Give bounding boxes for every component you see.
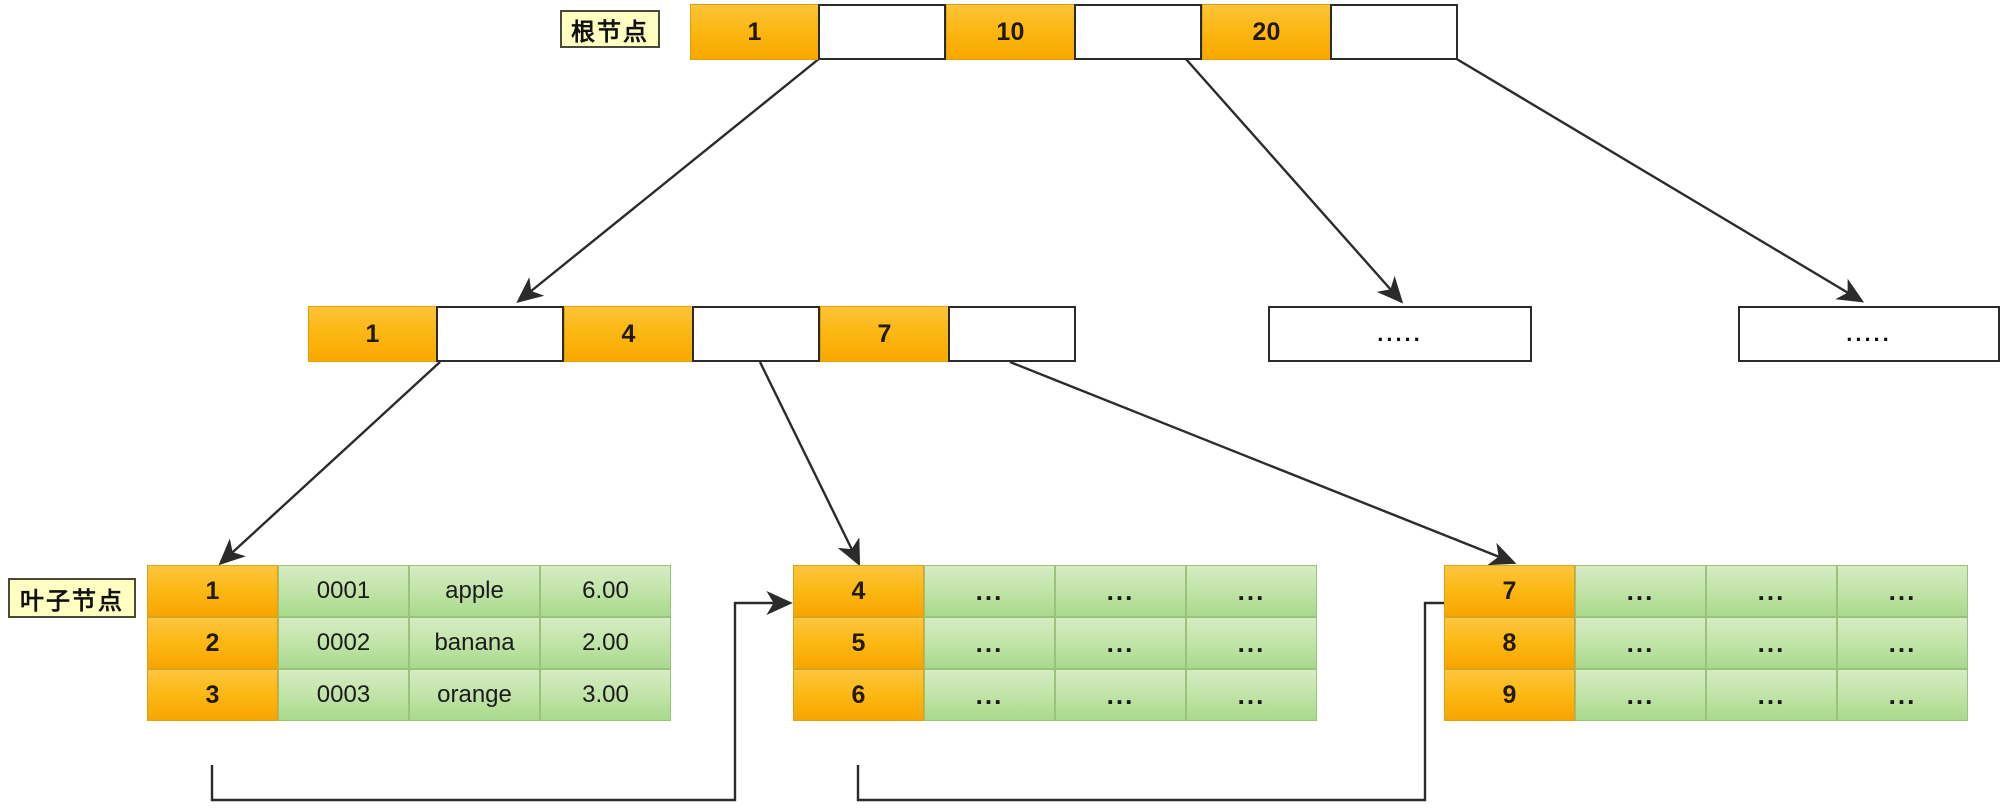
leaf-node-label: 叶子节点 [8, 578, 136, 618]
leaf-2-row-0-key: 4 [793, 565, 924, 617]
leaf-3-row-2-col-2: ... [1837, 669, 1968, 721]
branch-cell-key-1[interactable]: 4 [564, 306, 692, 362]
leaf-node-2[interactable]: 4 ... ... ... 5 ... ... ... 6 ... ... ..… [793, 565, 1317, 721]
leaf-2-row-1-col-1: ... [1055, 617, 1186, 669]
leaf-1-row-1-col-2: 2.00 [540, 617, 671, 669]
root-node-label: 根节点 [560, 10, 660, 48]
leaf-2-row-0-col-1: ... [1055, 565, 1186, 617]
table-row[interactable]: 6 ... ... ... [793, 669, 1317, 721]
leaf-node-1[interactable]: 1 0001 apple 6.00 2 0002 banana 2.00 3 0… [147, 565, 671, 721]
branch-cell-pointer-0[interactable] [436, 306, 564, 362]
edge-branch-to-leaf-1 [218, 361, 441, 566]
leaf-1-row-2-key: 3 [147, 669, 278, 721]
table-row[interactable]: 1 0001 apple 6.00 [147, 565, 671, 617]
leaf-3-row-2-key: 9 [1444, 669, 1575, 721]
leaf-3-row-2-col-1: ... [1706, 669, 1837, 721]
root-node[interactable]: 1 10 20 [690, 4, 1458, 60]
leaf-1-row-0-col-2: 6.00 [540, 565, 671, 617]
root-cell-key-2[interactable]: 20 [1202, 4, 1330, 60]
branch-node[interactable]: 1 4 7 [308, 306, 1076, 362]
root-cell-key-0[interactable]: 1 [690, 4, 818, 60]
table-row[interactable]: 2 0002 banana 2.00 [147, 617, 671, 669]
leaf-1-row-2-col-1: orange [409, 669, 540, 721]
leaf-3-row-0-col-1: ... [1706, 565, 1837, 617]
leaf-1-row-1-key: 2 [147, 617, 278, 669]
leaf-2-row-2-key: 6 [793, 669, 924, 721]
leaf-3-row-0-col-0: ... [1575, 565, 1706, 617]
root-cell-pointer-0[interactable] [818, 4, 946, 60]
leaf-1-row-2-col-2: 3.00 [540, 669, 671, 721]
leaf-3-row-0-col-2: ... [1837, 565, 1968, 617]
root-cell-key-1[interactable]: 10 [946, 4, 1074, 60]
leaf-2-row-1-col-2: ... [1186, 617, 1317, 669]
leaf-2-row-2-col-0: ... [924, 669, 1055, 721]
leaf-2-row-1-key: 5 [793, 617, 924, 669]
placeholder-node-a[interactable]: ..... [1268, 306, 1532, 362]
edge-root-to-placeholder-b [1454, 56, 1865, 303]
root-cell-pointer-1[interactable] [1074, 4, 1202, 60]
leaf-1-row-0-col-0: 0001 [278, 565, 409, 617]
edge-branch-to-leaf-3 [1009, 360, 1517, 566]
leaf-1-row-0-col-1: apple [409, 565, 540, 617]
leaf-3-row-2-col-0: ... [1575, 669, 1706, 721]
leaf-2-row-2-col-1: ... [1055, 669, 1186, 721]
placeholder-node-b[interactable]: ..... [1738, 306, 2000, 362]
branch-cell-key-0[interactable]: 1 [308, 306, 436, 362]
leaf-3-row-1-col-0: ... [1575, 617, 1706, 669]
table-row[interactable]: 3 0003 orange 3.00 [147, 669, 671, 721]
leaf-2-row-2-col-2: ... [1186, 669, 1317, 721]
edge-branch-to-leaf-2 [758, 361, 861, 567]
table-row[interactable]: 7 ... ... ... [1444, 565, 1968, 617]
root-cell-pointer-2[interactable] [1330, 4, 1458, 60]
leaf-1-row-2-col-0: 0003 [278, 669, 409, 721]
leaf-3-row-0-key: 7 [1444, 565, 1575, 617]
edge-root-to-placeholder-a [1184, 57, 1404, 304]
leaf-1-row-1-col-0: 0002 [278, 617, 409, 669]
table-row[interactable]: 8 ... ... ... [1444, 617, 1968, 669]
table-row[interactable]: 5 ... ... ... [793, 617, 1317, 669]
leaf-1-row-0-key: 1 [147, 565, 278, 617]
edge-root-to-branch [516, 57, 821, 304]
branch-cell-pointer-1[interactable] [692, 306, 820, 362]
branch-cell-key-2[interactable]: 7 [820, 306, 948, 362]
leaf-3-row-1-col-2: ... [1837, 617, 1968, 669]
leaf-2-row-0-col-0: ... [924, 565, 1055, 617]
table-row[interactable]: 4 ... ... ... [793, 565, 1317, 617]
leaf-2-row-1-col-0: ... [924, 617, 1055, 669]
leaf-3-row-1-col-1: ... [1706, 617, 1837, 669]
leaf-node-3[interactable]: 7 ... ... ... 8 ... ... ... 9 ... ... ..… [1444, 565, 1968, 721]
leaf-2-row-0-col-2: ... [1186, 565, 1317, 617]
leaf-1-row-1-col-1: banana [409, 617, 540, 669]
branch-cell-pointer-2[interactable] [948, 306, 1076, 362]
table-row[interactable]: 9 ... ... ... [1444, 669, 1968, 721]
leaf-3-row-1-key: 8 [1444, 617, 1575, 669]
